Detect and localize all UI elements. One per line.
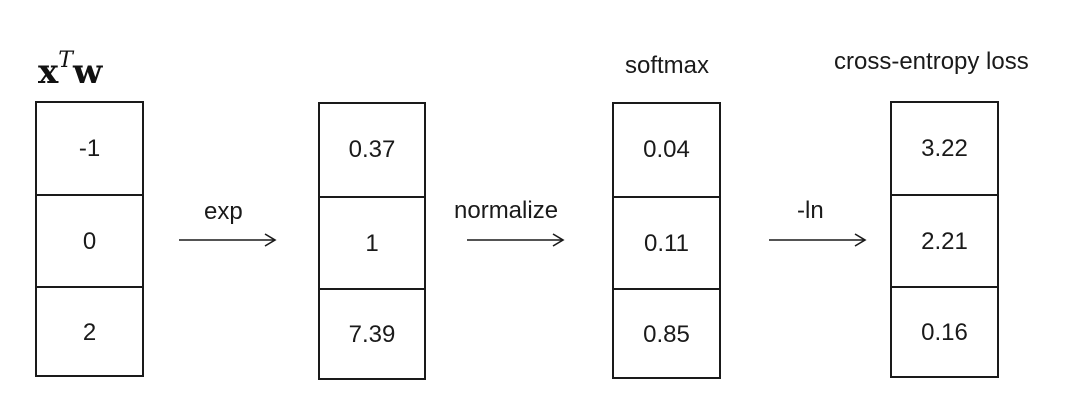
- header-x: x: [38, 52, 59, 92]
- column-header-softmax: softmax: [625, 52, 710, 79]
- header-transpose: T: [58, 48, 73, 73]
- vector-cell: 1: [320, 196, 424, 290]
- vector-cell: 0: [37, 194, 142, 288]
- vector-cross-entropy: 3.22 2.21 0.16: [890, 101, 999, 378]
- vector-cell: 3.22: [921, 134, 968, 162]
- vector-cell: 0.37: [348, 136, 396, 163]
- vector-softmax: 0.04 0.11 0.85: [612, 102, 721, 379]
- vector-cell: 2: [37, 286, 142, 377]
- operation-label-normalize: normalize: [454, 197, 559, 224]
- vector-exp: 0.37 1 7.39: [318, 102, 426, 380]
- vector-cell: 7.39: [320, 288, 424, 380]
- vector-cell: 0.04: [643, 136, 690, 163]
- vector-cell: 0.85: [614, 288, 719, 379]
- vector-cell: 0.16: [892, 286, 997, 378]
- column-header-logits: xTw: [38, 48, 102, 92]
- operation-label-neg-ln: -ln: [797, 197, 824, 224]
- right-arrow-icon: [179, 233, 277, 247]
- vector-cell: 2.21: [892, 194, 997, 288]
- vector-cell: 0.11: [614, 196, 719, 290]
- operation-label-exp: exp: [204, 198, 243, 225]
- right-arrow-icon: [769, 233, 867, 247]
- vector-cell: -1: [78, 134, 101, 162]
- header-w: w: [72, 52, 103, 92]
- column-header-cross-entropy: cross-entropy loss: [834, 48, 1029, 75]
- right-arrow-icon: [467, 233, 565, 247]
- vector-logits: -1 0 2: [35, 101, 144, 377]
